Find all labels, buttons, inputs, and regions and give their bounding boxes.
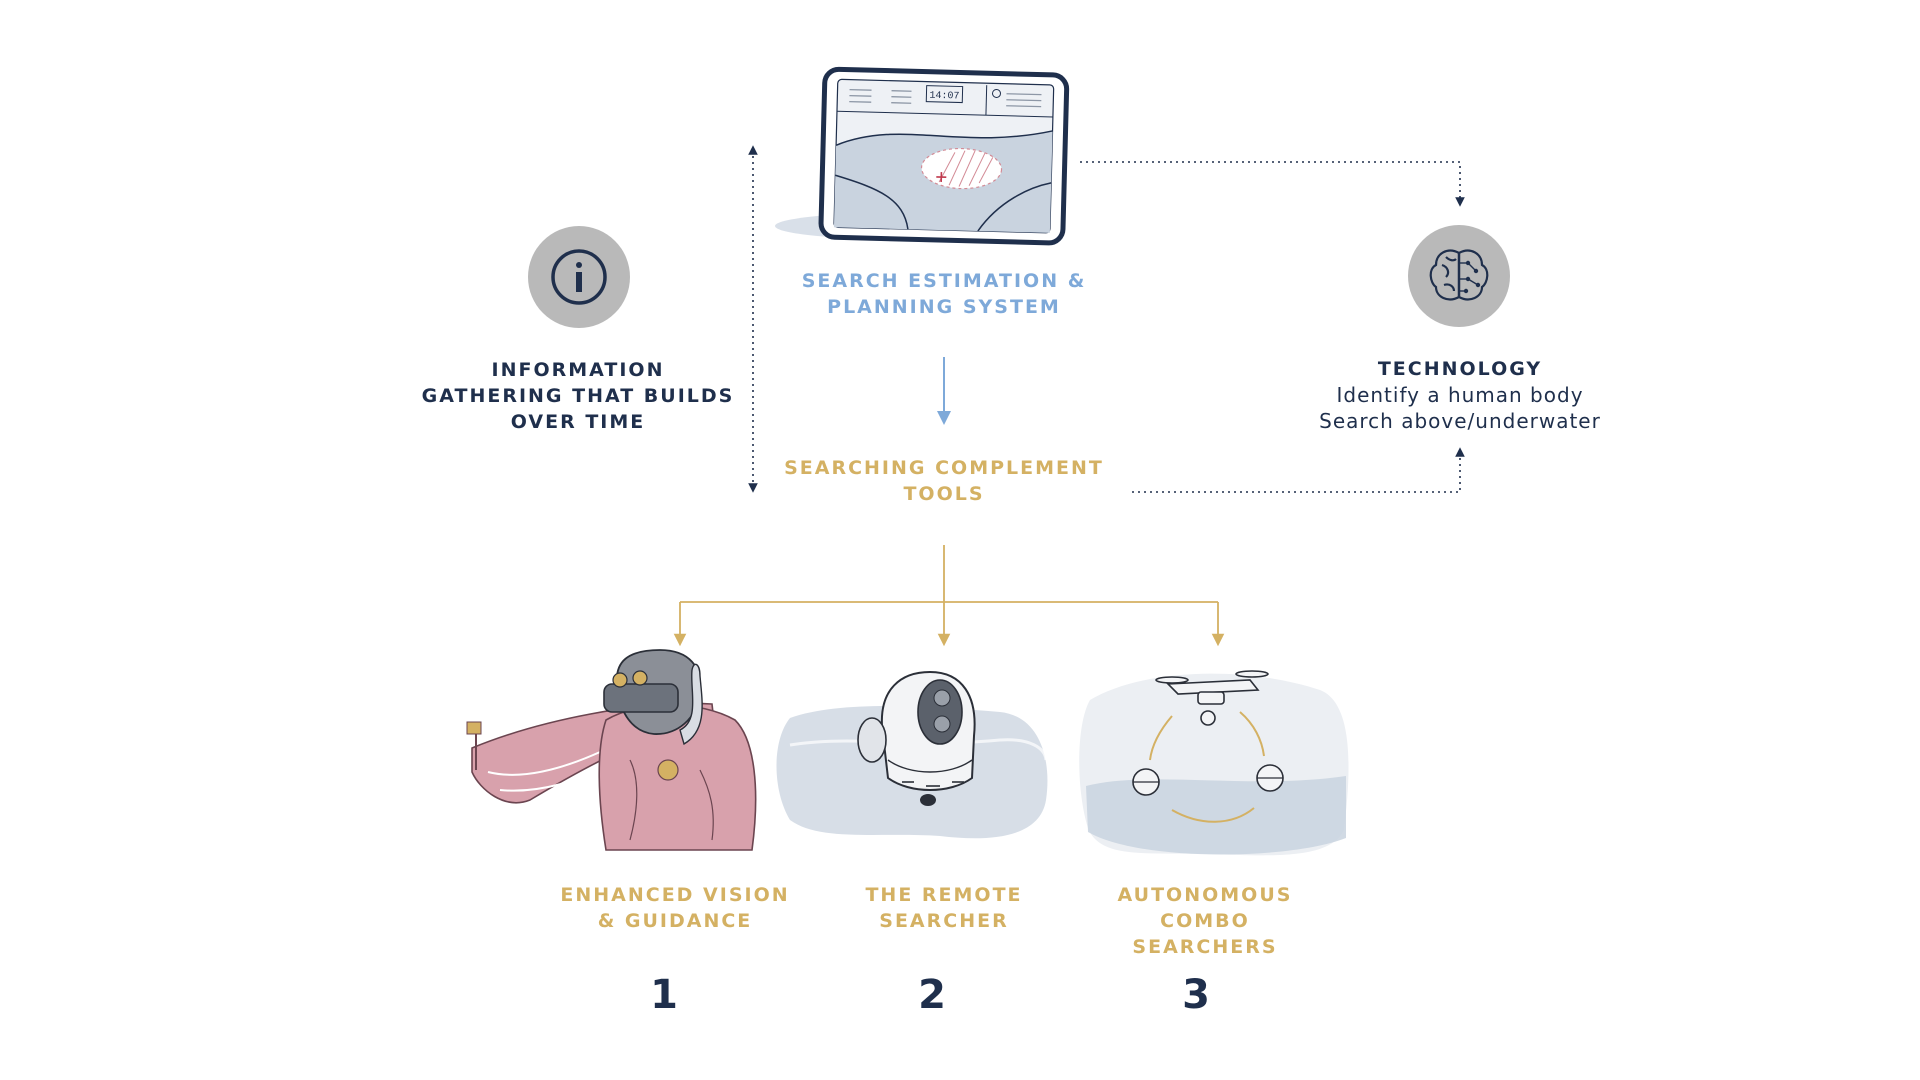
tool-number-2: 2 [918, 972, 946, 1018]
tool-label-1: ENHANCED VISION & GUIDANCE [560, 884, 790, 932]
tool-number-3: 3 [1182, 972, 1210, 1018]
info-circle [528, 226, 630, 328]
tool-number-1: 1 [650, 972, 678, 1018]
tools-to-technology-connector [1132, 447, 1465, 493]
complement-tools-title: SEARCHING COMPLEMENT TOOLS [784, 457, 1104, 505]
technology-line-2: Search above/underwater [1319, 409, 1601, 433]
planning-system-title: SEARCH ESTIMATION & PLANNING SYSTEM [801, 270, 1087, 318]
info-icon [551, 249, 607, 305]
technology-line-1: Identify a human body [1336, 383, 1584, 407]
technology-title: TECHNOLOGY [1377, 358, 1543, 380]
tool-label-3: AUTONOMOUS COMBO SEARCHERS [1117, 884, 1293, 958]
brain-icon [1429, 249, 1489, 301]
tablet-to-technology-connector [1080, 161, 1465, 207]
tools-branch-connector [673, 545, 1225, 647]
technology-block: TECHNOLOGY Identify a human body Search … [1290, 356, 1630, 434]
information-gathering-text: INFORMATION GATHERING THAT BUILDS OVER T… [421, 359, 735, 433]
tool-label-2: THE REMOTE SEARCHER [865, 884, 1023, 932]
technology-circle [1408, 225, 1510, 327]
tablet-time: 14:07 [929, 91, 959, 103]
